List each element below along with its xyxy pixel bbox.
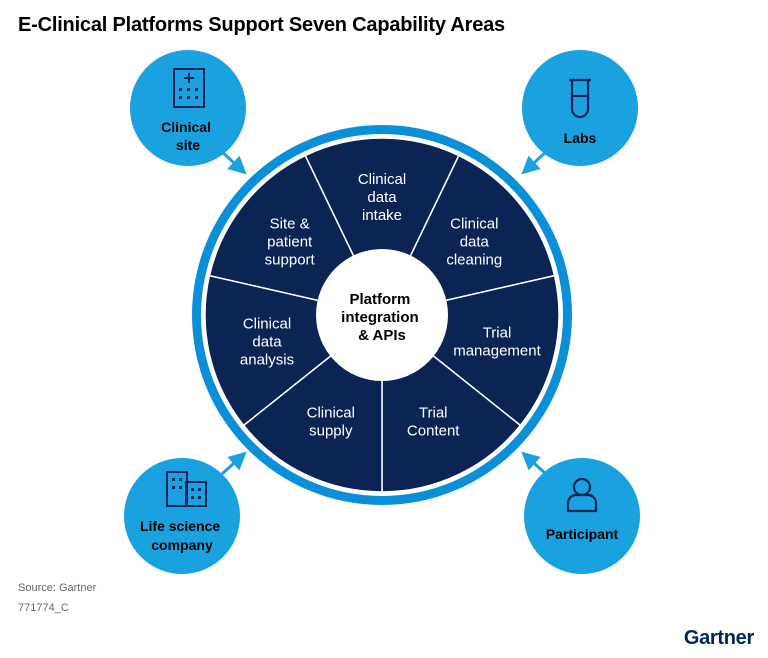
segment-label-line: Trial <box>483 324 512 341</box>
arrow-participant <box>521 451 548 476</box>
center-label-line: & APIs <box>358 327 406 344</box>
segment-label-line: management <box>453 342 541 359</box>
segment-label-line: Clinical <box>307 404 355 421</box>
test-tube-icon <box>569 78 591 119</box>
segment-label-line: analysis <box>240 351 294 368</box>
node-label: Clinical site <box>161 119 215 153</box>
office-buildings-icon <box>166 471 207 507</box>
segment-label-line: support <box>265 251 316 268</box>
node-clinical-site: Clinical site <box>130 50 246 166</box>
arrow-clinical-site <box>218 148 247 175</box>
source-note: Source: Gartner <box>18 582 97 594</box>
arrow-labs <box>521 148 550 175</box>
segment-label-line: data <box>460 233 490 250</box>
node-label-line: Clinical <box>161 119 211 135</box>
hospital-icon <box>173 68 205 108</box>
node-participant: Participant <box>524 458 640 574</box>
segment-label-line: intake <box>362 207 402 224</box>
center-label-line: integration <box>341 309 419 326</box>
segment-label-line: data <box>252 333 282 350</box>
node-label-line: Participant <box>546 526 619 542</box>
segment-label-line: Trial <box>419 404 448 421</box>
wheel-segment <box>304 137 460 317</box>
page-title: E-Clinical Platforms Support Seven Capab… <box>18 14 505 36</box>
figure-id: 771774_C <box>18 602 69 614</box>
segment-label-line: patient <box>267 233 313 250</box>
node-label: Participant <box>546 526 619 542</box>
segment-label-line: Content <box>407 422 460 439</box>
segment-label-line: Clinical <box>450 215 498 232</box>
node-label-line: Labs <box>564 130 597 146</box>
segment-label-line: cleaning <box>446 251 502 268</box>
arrow-life-science <box>220 451 247 476</box>
segment-label-line: supply <box>309 422 353 439</box>
center-label-line: Platform <box>349 291 410 308</box>
node-label-line: site <box>176 137 200 153</box>
person-icon <box>566 477 598 513</box>
gartner-logo: Gartner <box>683 627 754 649</box>
center-hub <box>316 249 448 381</box>
node-label: Labs <box>564 130 597 146</box>
center-label: Platform integration & APIs <box>341 291 423 344</box>
segment-label-line: Clinical <box>243 315 291 332</box>
node-label-line: company <box>151 537 213 553</box>
node-labs: Labs <box>522 50 638 166</box>
segment-label-line: Site & <box>270 215 310 232</box>
node-label-line: Life science <box>140 518 220 534</box>
node-label: Life science company <box>140 518 224 553</box>
node-life-science-company: Life science company <box>124 458 240 574</box>
segment-label-line: data <box>367 189 397 206</box>
segment-label-line: Clinical <box>358 171 406 188</box>
